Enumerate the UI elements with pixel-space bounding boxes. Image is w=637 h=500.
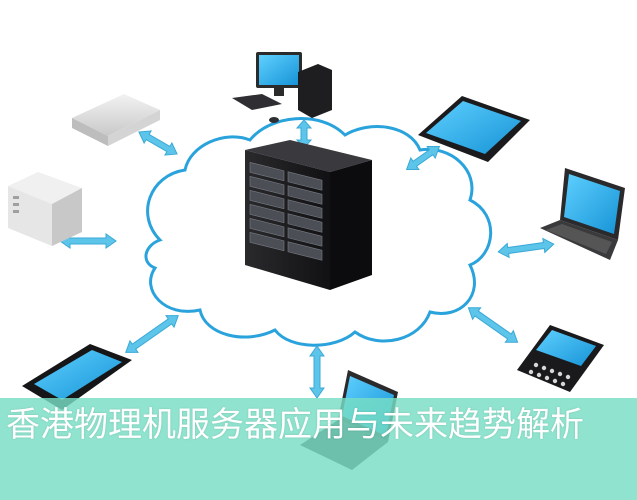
router-box-icon [72,94,160,146]
laptop-icon [540,168,625,260]
tablet-icon [418,96,530,162]
desktop-computer-icon [232,52,332,123]
tower-server-icon [8,172,82,246]
server-rack-icon [245,140,372,290]
caption-text: 香港物理机服务器应用与未来趋势解析 [6,405,584,445]
keyboard-phone-icon [517,325,604,392]
smartphone-icon [22,344,132,410]
caption-banner: 香港物理机服务器应用与未来趋势解析 [0,398,637,500]
